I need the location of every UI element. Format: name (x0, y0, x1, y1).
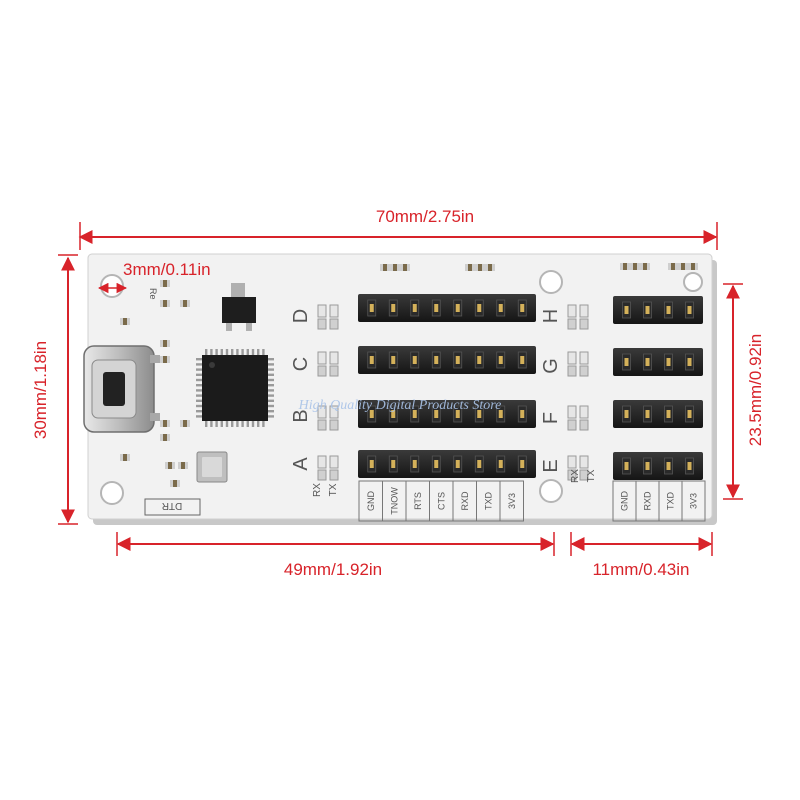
header-height-dimension-label: 23.5mm/0.92in (746, 334, 765, 446)
pin-header-row (358, 294, 536, 322)
width-dimension-label: 70mm/2.75in (376, 207, 474, 226)
port-label-d: D (290, 309, 312, 323)
port-label-a: A (290, 457, 312, 471)
smd-part (160, 434, 170, 441)
port-label-c: C (290, 357, 312, 371)
pin-label-left-gnd: GND (366, 491, 376, 512)
smd-part (165, 462, 175, 469)
smd-part (170, 480, 180, 487)
pin-label-right-gnd: GND (620, 491, 630, 512)
status-led-pair (567, 405, 589, 431)
smd-part (678, 263, 688, 270)
led-label-tx-left: TX (328, 483, 339, 496)
pin-label-left-3v3: 3V3 (507, 493, 517, 509)
led-label-tx-right: TX (586, 469, 597, 482)
smd-part (180, 420, 190, 427)
pin-label-left-rxd: RXD (460, 491, 470, 511)
status-led-pair (567, 304, 589, 330)
chip-pins (196, 349, 274, 427)
smd-part (465, 264, 475, 271)
height-dimension-label: 30mm/1.18in (31, 341, 50, 439)
dtr-label-box: DTR (144, 498, 201, 516)
pin-header-row (613, 452, 703, 480)
pin-header-row (358, 346, 536, 374)
status-led-pair (567, 351, 589, 377)
smd-part (390, 264, 400, 271)
smd-part (160, 356, 170, 363)
pin-label-left-rts: RTS (413, 492, 423, 510)
dimension-annotations: 70mm/2.75in 3mm/0.11in 30mm/1.18in 23.5m… (31, 207, 765, 579)
status-led-pair (317, 351, 339, 377)
pin-label-right-rxd: RXD (643, 491, 653, 511)
status-led-pair (567, 455, 589, 481)
mounting-hole (539, 479, 563, 503)
usb-uart-chip (196, 349, 274, 427)
pin-label-left-tnow: TNOW (389, 487, 399, 515)
smd-part (620, 263, 630, 270)
crystal-oscillator (196, 451, 228, 483)
led-label-rx-left: RX (312, 483, 323, 497)
watermark: High Quality Digital Products Store (298, 398, 502, 413)
mounting-hole (100, 481, 124, 505)
port-label-g: G (540, 358, 562, 374)
pin-header-row (613, 296, 703, 324)
usb-c-connector (83, 345, 160, 433)
pin-label-left-cts: CTS (436, 492, 446, 510)
smd-part (160, 420, 170, 427)
right-section-dimension-label: 11mm/0.43in (592, 560, 689, 579)
pin-headers: A B C D E F G H (290, 294, 703, 480)
reset-label: Re (148, 288, 158, 300)
voltage-regulator (222, 283, 256, 331)
mounting-hole (539, 270, 563, 294)
pin-header-row (358, 400, 536, 428)
pcb-board: Re DTR A B C D E F G H RX TX RX TX GND TNOW RTS CT… (83, 253, 717, 525)
status-led-pair (317, 405, 339, 431)
smd-components (120, 263, 698, 487)
port-label-h: H (540, 309, 562, 323)
port-label-f: F (540, 412, 562, 424)
left-section-dimension-label: 49mm/1.92in (284, 560, 382, 579)
pin-label-left-txd: TXD (483, 491, 493, 510)
port-label-e: E (540, 459, 562, 472)
smd-part (688, 263, 698, 270)
smd-part (120, 454, 130, 461)
dtr-label: DTR (162, 500, 183, 511)
smd-part (630, 263, 640, 270)
led-label-rx-right: RX (570, 469, 581, 483)
smd-part (380, 264, 390, 271)
smd-part (640, 263, 650, 270)
pin-header-row (613, 400, 703, 428)
smd-part (160, 340, 170, 347)
pin-header-row (613, 348, 703, 376)
smd-part (160, 300, 170, 307)
hole-offset-label: 3mm/0.11in (123, 260, 211, 279)
smd-part (668, 263, 678, 270)
mounting-hole (100, 274, 124, 298)
pin-labels-left: GND TNOW RTS CTS RXD TXD 3V3 (358, 480, 524, 522)
mounting-hole (683, 272, 703, 292)
smd-part (400, 264, 410, 271)
pin-header-row (358, 450, 536, 478)
smd-part (178, 462, 188, 469)
status-led-pair (317, 455, 339, 481)
pin-labels-right: GND RXD TXD 3V3 (612, 480, 706, 522)
smd-part (485, 264, 495, 271)
smd-part (160, 280, 170, 287)
pin-label-right-txd: TXD (666, 491, 676, 510)
smd-part (475, 264, 485, 271)
status-led-pair (317, 304, 339, 330)
port-label-b: B (290, 409, 312, 422)
pin-label-right-3v3: 3V3 (689, 493, 699, 509)
smd-part (180, 300, 190, 307)
smd-part (120, 318, 130, 325)
